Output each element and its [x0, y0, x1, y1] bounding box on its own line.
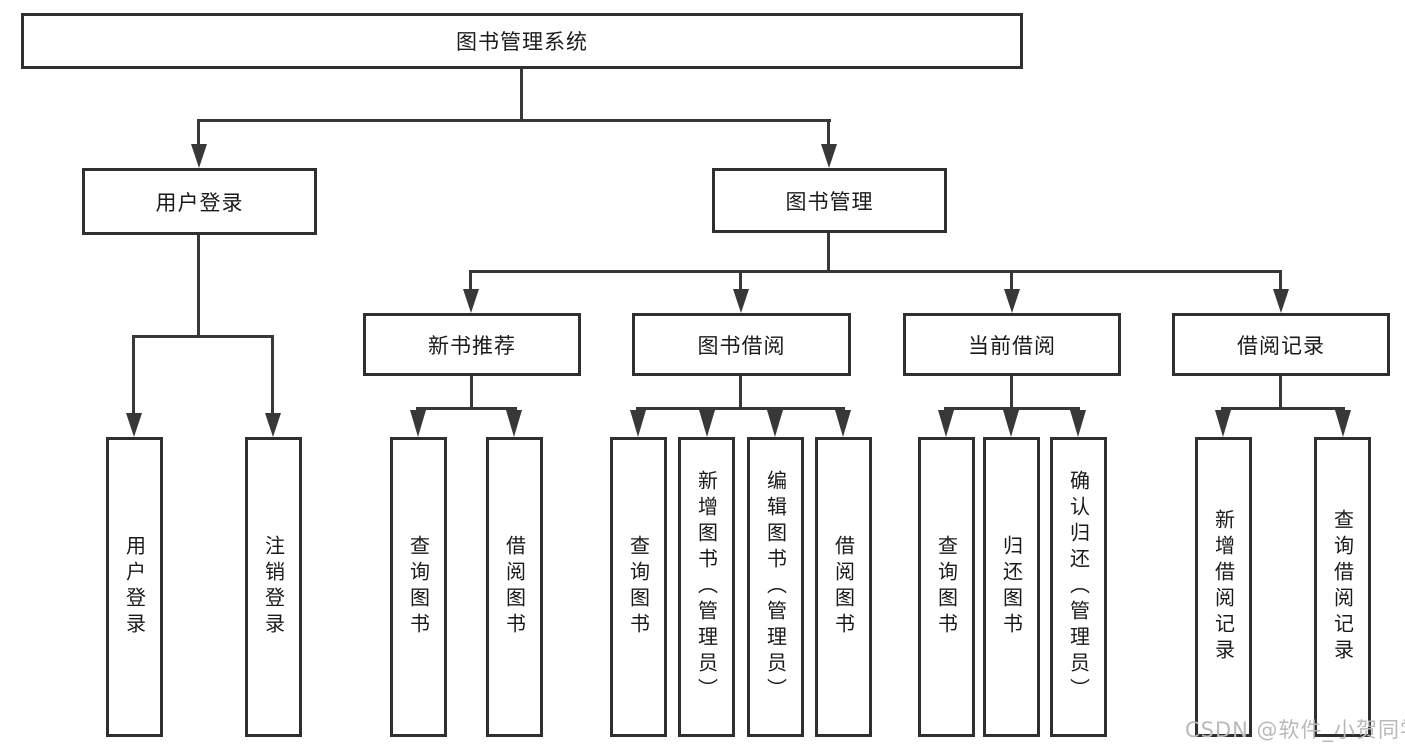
- arrowhead-icon: [265, 413, 281, 437]
- connector-line: [636, 407, 845, 410]
- connector-line: [132, 335, 274, 338]
- arrowhead-icon: [733, 289, 749, 313]
- connector-line: [470, 376, 473, 407]
- connector-line: [1221, 407, 1345, 410]
- node-current-borrowing: 当前借阅: [903, 313, 1121, 376]
- connector-line: [132, 338, 135, 415]
- leaf-add-borrow-record: 新增借阅记录: [1195, 437, 1252, 737]
- connector-line: [1010, 273, 1013, 291]
- leaf-query-books: 查询图书: [610, 437, 667, 737]
- connector-line: [1010, 376, 1013, 407]
- arrowhead-icon: [1215, 410, 1231, 437]
- connector-line: [416, 407, 517, 410]
- leaf-query-books: 查询图书: [390, 437, 447, 737]
- connector-line: [739, 376, 742, 407]
- connector-line: [271, 338, 274, 415]
- leaf-borrow-books: 借阅图书: [815, 437, 872, 737]
- connector-line: [469, 273, 472, 291]
- connector-line: [197, 119, 831, 122]
- node-borrowing-records: 借阅记录: [1172, 313, 1390, 376]
- arrowhead-icon: [410, 410, 426, 437]
- leaf-borrow-books: 借阅图书: [486, 437, 543, 737]
- connector-line: [520, 69, 523, 119]
- connector-line: [197, 235, 200, 335]
- connector-line: [1279, 273, 1282, 291]
- arrowhead-icon: [1335, 410, 1351, 437]
- node-book-management: 图书管理: [712, 168, 947, 233]
- connector-line: [197, 122, 200, 148]
- arrowhead-icon: [463, 289, 479, 313]
- arrowhead-icon: [699, 410, 715, 437]
- leaf-query-books: 查询图书: [918, 437, 975, 737]
- arrowhead-icon: [191, 144, 207, 168]
- watermark: CSDN @软件_小贺同学: [1185, 718, 1405, 742]
- arrowhead-icon: [1070, 410, 1086, 437]
- arrowhead-icon: [1003, 410, 1019, 437]
- arrowhead-icon: [1004, 289, 1020, 313]
- connector-line: [739, 273, 742, 291]
- leaf-confirm-return-admin: 确认归还（管理员）: [1050, 437, 1107, 737]
- arrowhead-icon: [630, 410, 646, 437]
- leaf-user-login: 用户登录: [106, 437, 163, 737]
- arrowhead-icon: [835, 410, 851, 437]
- arrowhead-icon: [126, 413, 142, 437]
- leaf-return-books: 归还图书: [983, 437, 1040, 737]
- node-new-book-recommend: 新书推荐: [363, 313, 581, 376]
- leaf-query-borrow-record: 查询借阅记录: [1314, 437, 1371, 737]
- connector-line: [944, 407, 1080, 410]
- node-library-system: 图书管理系统: [21, 13, 1023, 69]
- arrowhead-icon: [938, 410, 954, 437]
- arrowhead-icon: [821, 144, 837, 168]
- leaf-add-book-admin: 新增图书（管理员）: [678, 437, 735, 737]
- connector-line: [827, 122, 830, 148]
- connector-line: [1279, 376, 1282, 407]
- arrowhead-icon: [1273, 289, 1289, 313]
- connector-line: [469, 270, 1282, 273]
- connector-line: [827, 233, 830, 270]
- leaf-edit-book-admin: 编辑图书（管理员）: [747, 437, 804, 737]
- node-book-borrowing: 图书借阅: [632, 313, 851, 376]
- leaf-logout: 注销登录: [245, 437, 302, 737]
- node-user-login: 用户登录: [82, 168, 317, 235]
- arrowhead-icon: [506, 410, 522, 437]
- arrowhead-icon: [767, 410, 783, 437]
